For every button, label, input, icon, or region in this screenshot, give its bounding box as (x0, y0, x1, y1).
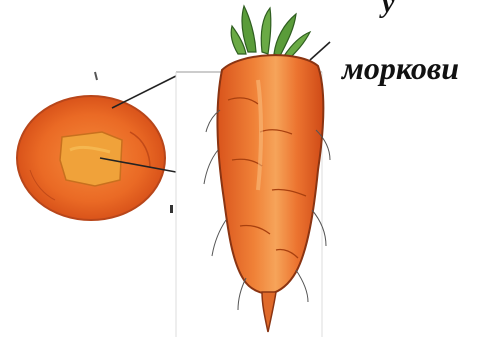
cross-section-core (60, 132, 122, 186)
pointer-line-top (310, 42, 330, 60)
carrot-cross-section (17, 96, 165, 220)
carrot-label: моркови (342, 52, 459, 84)
pointer-line-bark (112, 76, 176, 108)
carrot-root (204, 55, 330, 332)
stray-mark (95, 72, 97, 80)
carrot-leaves (231, 6, 310, 60)
carrot-root-tip (262, 292, 276, 332)
top-text-fragment: у (382, 0, 394, 18)
stray-dot (170, 205, 173, 213)
carrot-root-body (218, 55, 324, 294)
